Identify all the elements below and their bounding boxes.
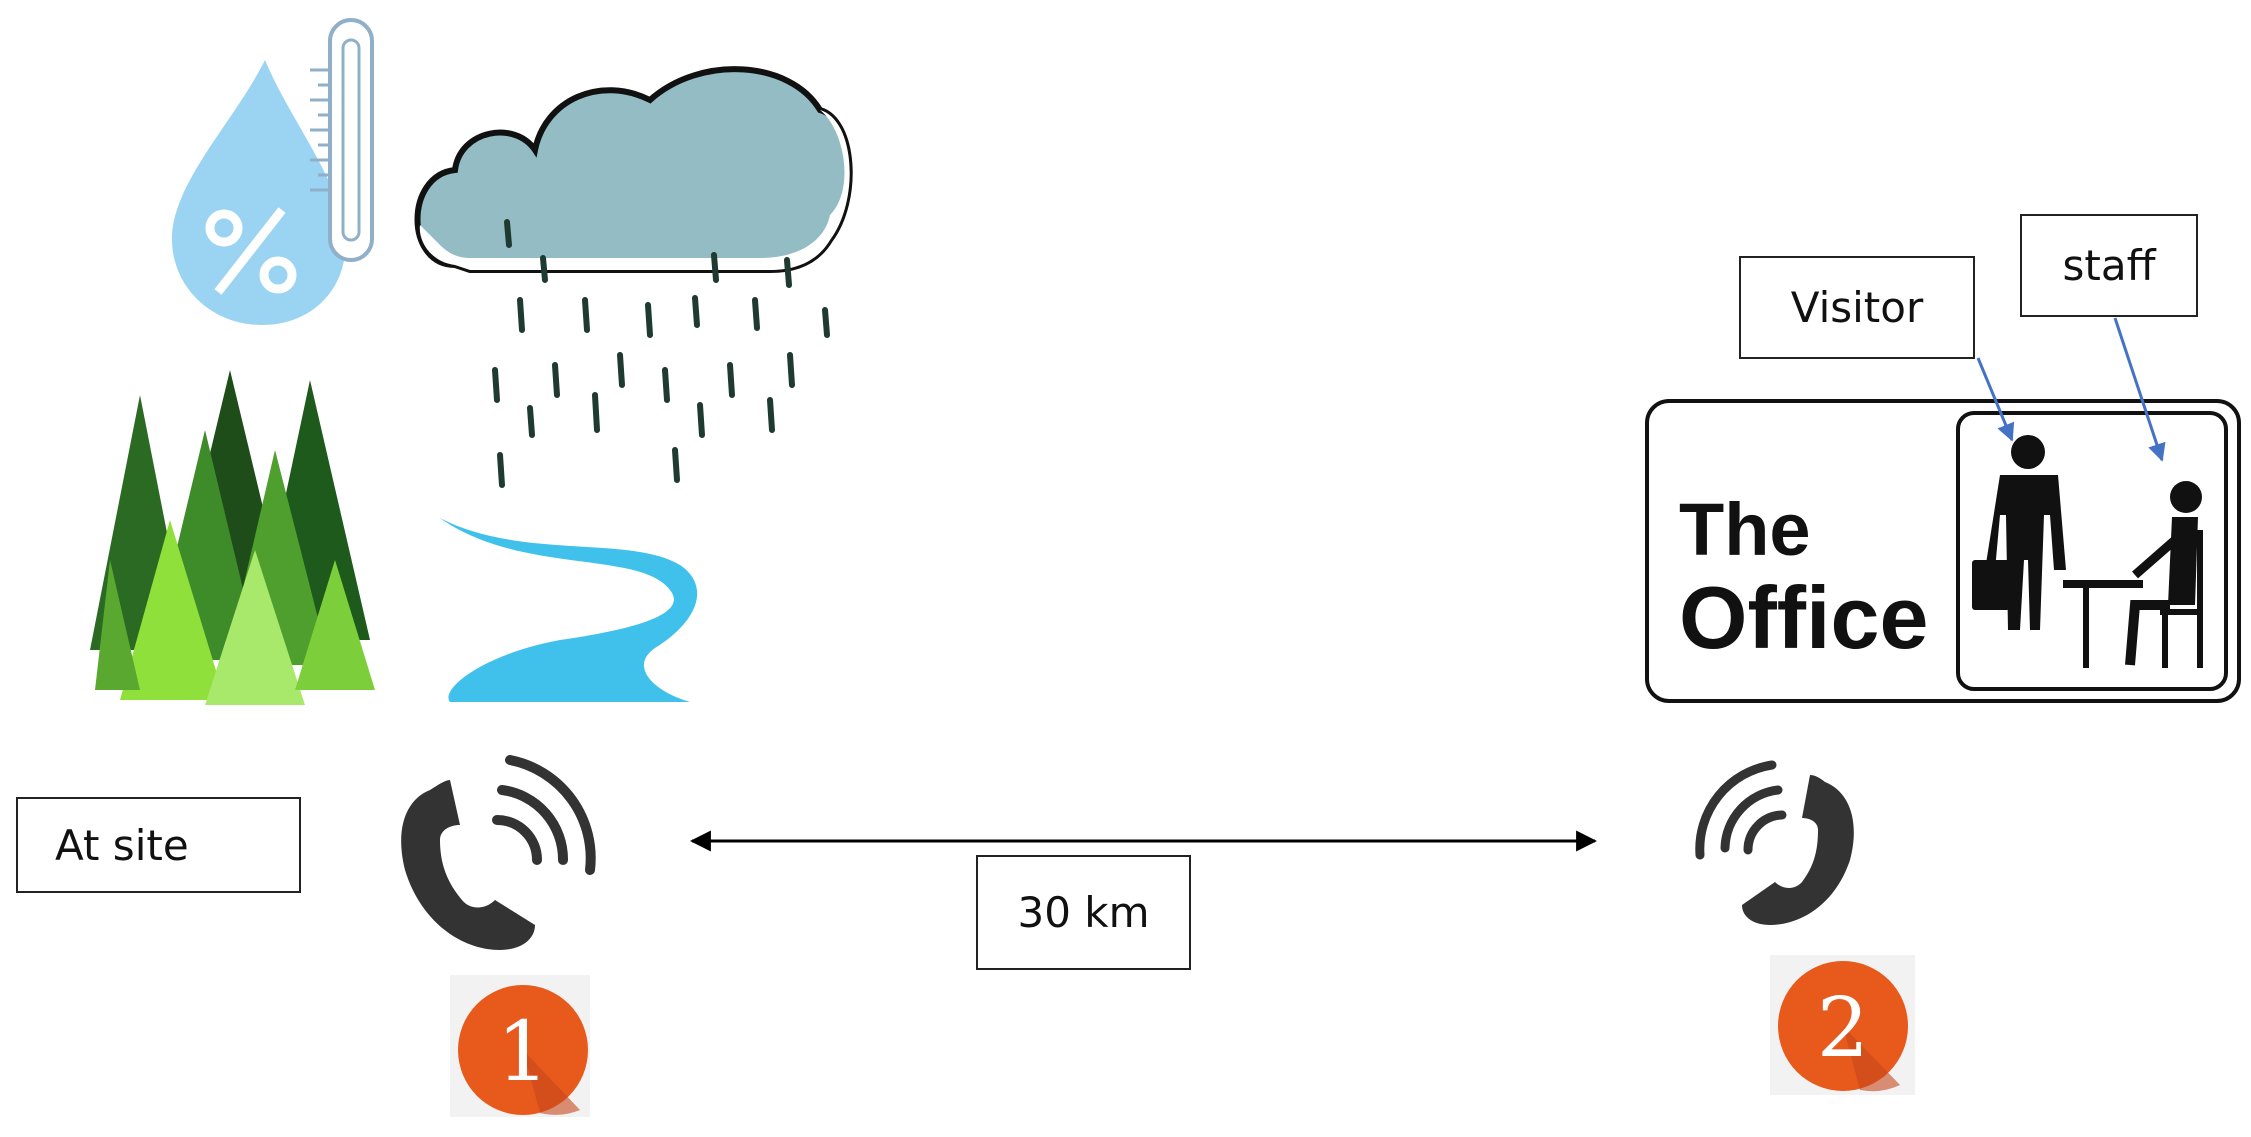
office-sign: The Office <box>1645 399 2241 703</box>
office-title-line1: The <box>1679 488 1811 571</box>
visitor-icon <box>1972 435 2066 630</box>
office-phone-icon <box>1695 760 1854 925</box>
site-badge-number: 1 <box>497 1005 549 1100</box>
river-icon <box>440 518 698 702</box>
office-badge-number: 2 <box>1817 981 1869 1076</box>
distance-label: 30 km <box>976 855 1191 970</box>
forest-icon <box>90 370 375 705</box>
office-badge: 2 <box>1770 955 1915 1095</box>
at-site-label: At site <box>16 797 301 893</box>
staff-icon <box>2063 481 2203 668</box>
staff-pointer-arrow <box>2113 317 2166 462</box>
visitor-label: Visitor <box>1739 256 1975 359</box>
office-title-line2: Office <box>1679 568 1928 667</box>
site-phone-icon <box>401 755 596 950</box>
visitor-pointer-arrow <box>1976 357 2015 442</box>
staff-label: staff <box>2020 214 2198 317</box>
humidity-temperature-icon <box>171 18 374 325</box>
site-badge: 1 <box>450 975 590 1117</box>
rain-cloud-icon <box>414 66 853 488</box>
